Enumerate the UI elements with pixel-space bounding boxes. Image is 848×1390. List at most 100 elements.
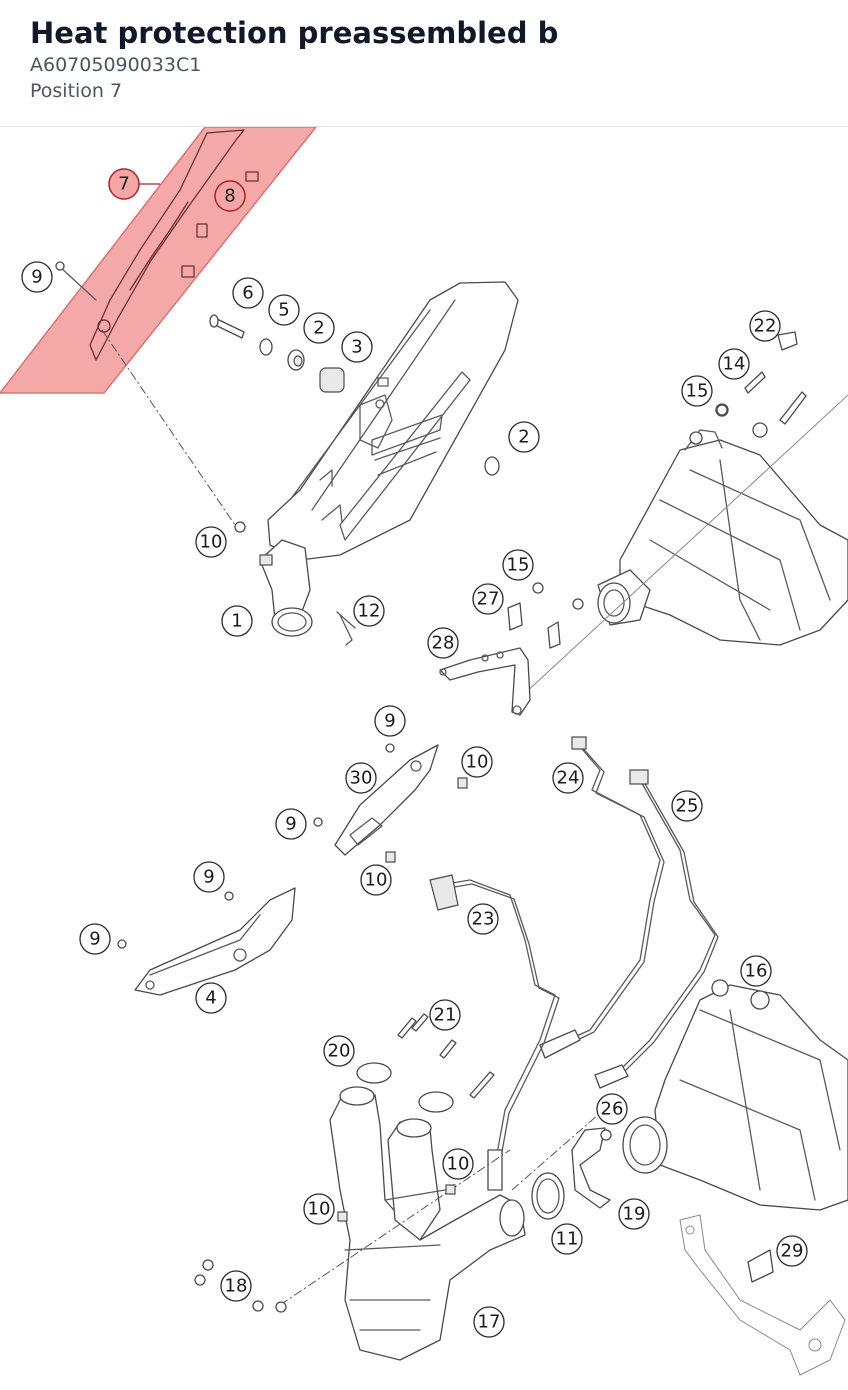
- bracket-29[interactable]: [679, 1214, 846, 1376]
- svg-text:9: 9: [285, 814, 296, 835]
- svg-text:27: 27: [477, 589, 500, 610]
- callout-30[interactable]: 30: [345, 762, 377, 794]
- svg-text:9: 9: [89, 929, 100, 950]
- clamp-26[interactable]: [571, 1127, 612, 1209]
- callout-5[interactable]: 5: [268, 294, 300, 326]
- svg-text:26: 26: [601, 1099, 624, 1120]
- callout-3[interactable]: 3: [341, 331, 373, 363]
- callout-9[interactable]: 9: [193, 861, 225, 893]
- lambda-sensor-25[interactable]: [594, 769, 719, 1089]
- heat-shield-4[interactable]: [134, 887, 296, 996]
- bolt-22[interactable]: [777, 331, 798, 351]
- callout-6[interactable]: 6: [232, 277, 264, 309]
- callout-17[interactable]: 17: [473, 1306, 505, 1338]
- callout-24[interactable]: 24: [552, 762, 584, 794]
- svg-text:16: 16: [745, 961, 768, 982]
- callout-15[interactable]: 15: [502, 549, 534, 581]
- callout-11[interactable]: 11: [551, 1223, 583, 1255]
- nut-10-d[interactable]: [445, 1184, 456, 1195]
- nuts-18[interactable]: [194, 1259, 287, 1313]
- screw-9-e[interactable]: [117, 939, 127, 949]
- callout-10[interactable]: 10: [442, 1148, 474, 1180]
- callout-14[interactable]: 14: [718, 348, 750, 380]
- bracket-28[interactable]: [439, 647, 531, 716]
- callout-9[interactable]: 9: [275, 808, 307, 840]
- screw-9-top[interactable]: [55, 261, 97, 301]
- bolt-right[interactable]: [779, 391, 807, 425]
- bolt-14[interactable]: [744, 371, 766, 394]
- svg-text:6: 6: [242, 283, 253, 304]
- callout-27[interactable]: 27: [472, 583, 504, 615]
- gasket-20[interactable]: [356, 1062, 454, 1113]
- svg-text:15: 15: [507, 555, 530, 576]
- callout-1[interactable]: 1: [221, 605, 253, 637]
- callout-10[interactable]: 10: [195, 526, 227, 558]
- callout-28[interactable]: 28: [427, 627, 459, 659]
- heat-shield-30[interactable]: [334, 744, 439, 856]
- studs-21[interactable]: [397, 1013, 457, 1059]
- washer-15-mid[interactable]: [532, 582, 544, 594]
- svg-text:5: 5: [278, 300, 289, 321]
- callout-21[interactable]: 21: [429, 999, 461, 1031]
- callout-7[interactable]: 7: [108, 168, 160, 200]
- washer-15-right[interactable]: [572, 598, 584, 610]
- mounting-bolt-6[interactable]: [209, 314, 245, 339]
- callout-9[interactable]: 9: [79, 923, 111, 955]
- nut-10-c[interactable]: [385, 851, 396, 863]
- callout-2[interactable]: 2: [508, 421, 540, 453]
- callout-26[interactable]: 26: [596, 1093, 628, 1125]
- callout-10[interactable]: 10: [461, 746, 493, 778]
- callout-10[interactable]: 10: [360, 864, 392, 896]
- screw-9-d[interactable]: [224, 891, 234, 901]
- catalytic-converter-16[interactable]: [622, 979, 848, 1211]
- svg-text:25: 25: [676, 796, 699, 817]
- callout-10[interactable]: 10: [303, 1193, 335, 1225]
- svg-text:10: 10: [466, 752, 489, 773]
- svg-text:24: 24: [557, 768, 580, 789]
- callout-20[interactable]: 20: [323, 1035, 355, 1067]
- callout-18[interactable]: 18: [220, 1270, 252, 1302]
- callout-19[interactable]: 19: [618, 1198, 650, 1230]
- svg-text:2: 2: [518, 427, 529, 448]
- part-header: Heat protection preassembled b A60705090…: [0, 0, 848, 127]
- catalytic-converter-top[interactable]: [597, 403, 848, 646]
- exhaust-manifold-17[interactable]: [329, 1086, 526, 1361]
- callout-9[interactable]: 9: [21, 261, 53, 293]
- callout-25[interactable]: 25: [671, 790, 703, 822]
- svg-text:12: 12: [358, 601, 381, 622]
- svg-text:8: 8: [224, 186, 235, 207]
- callout-4[interactable]: 4: [195, 982, 227, 1014]
- lambda-sensor-23[interactable]: [429, 874, 560, 1191]
- callout-23[interactable]: 23: [467, 903, 499, 935]
- spring-12[interactable]: [336, 611, 356, 646]
- callout-22[interactable]: 22: [749, 310, 781, 342]
- clip-27-b[interactable]: [547, 621, 561, 649]
- callout-16[interactable]: 16: [740, 955, 772, 987]
- silencer[interactable]: [259, 281, 519, 637]
- svg-text:22: 22: [754, 316, 777, 337]
- nut-10-b[interactable]: [457, 777, 468, 789]
- svg-text:10: 10: [365, 870, 388, 891]
- svg-text:9: 9: [31, 267, 42, 288]
- callout-15[interactable]: 15: [681, 375, 713, 407]
- svg-text:15: 15: [686, 381, 709, 402]
- rubber-damper-3[interactable]: [319, 367, 345, 393]
- washer-15-top[interactable]: [716, 404, 728, 416]
- screw-9-c[interactable]: [313, 817, 323, 827]
- washer-5[interactable]: [259, 338, 273, 356]
- bushing-2-top[interactable]: [287, 349, 305, 371]
- clip-27-a[interactable]: [507, 602, 523, 631]
- nut-10-top[interactable]: [234, 521, 246, 533]
- callout-12[interactable]: 12: [353, 595, 385, 627]
- bushing-2-mid[interactable]: [484, 456, 500, 476]
- svg-text:14: 14: [723, 354, 746, 375]
- callout-8[interactable]: 8: [214, 180, 246, 212]
- svg-text:10: 10: [447, 1154, 470, 1175]
- lambda-sensor-24[interactable]: [539, 736, 665, 1059]
- gasket-11[interactable]: [531, 1172, 565, 1220]
- callout-29[interactable]: 29: [776, 1235, 808, 1267]
- callout-2[interactable]: 2: [303, 312, 335, 344]
- callout-9[interactable]: 9: [374, 705, 406, 737]
- screw-9-b[interactable]: [385, 743, 395, 753]
- nut-10-e[interactable]: [337, 1211, 348, 1222]
